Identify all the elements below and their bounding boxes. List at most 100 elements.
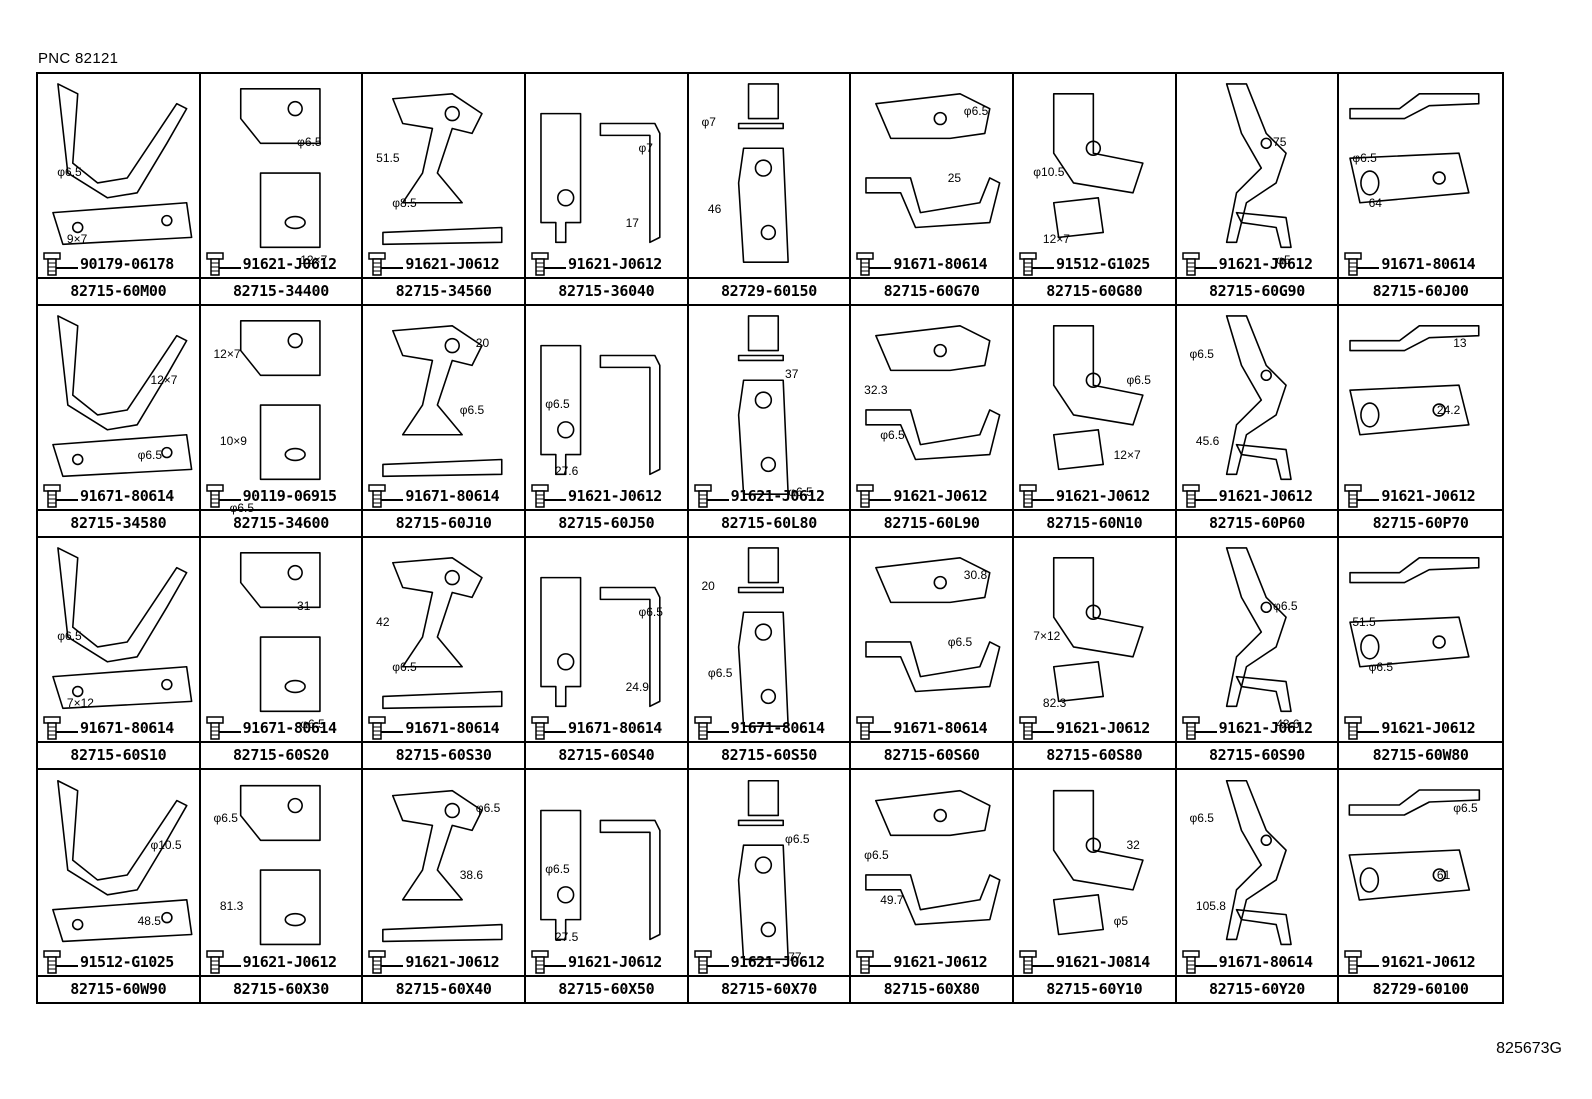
part-number[interactable]: 82715-60G90 [1176,277,1338,304]
bolt-part-number[interactable]: 91621-J0814 [1056,953,1150,971]
part-number[interactable]: 82729-60150 [688,277,850,304]
bolt-part-number[interactable]: 91621-J0612 [1056,719,1150,737]
bolt-part-number[interactable]: 91621-J0612 [893,953,988,971]
part-number[interactable]: 82715-60S50 [688,741,850,768]
part-number[interactable]: 82715-60S10 [38,741,199,768]
part-number[interactable]: 82715-60X40 [363,975,524,1002]
bolt-part-number[interactable]: 91671-80614 [405,719,500,737]
bolt-part-number[interactable]: 91621-J0612 [1381,953,1476,971]
bolt-part-number[interactable]: 91621-J0612 [1056,487,1150,505]
part-number[interactable]: 82715-60G70 [851,277,1012,304]
part-number[interactable]: 82715-34560 [363,277,524,304]
part-number[interactable]: 82715-60P60 [1176,509,1338,536]
bolt-part-number[interactable]: 91671-80614 [730,719,825,737]
part-number[interactable]: 82715-60S20 [200,741,362,768]
bolt-part-number[interactable]: 91512-G1025 [1056,255,1150,273]
bolt-part-number[interactable]: 91621-J0612 [1218,719,1313,737]
part-number[interactable]: 82715-60J00 [1339,277,1502,304]
part-number[interactable]: 82715-34600 [200,509,362,536]
bolt-part-number[interactable]: 91671-80614 [405,487,500,505]
part-number[interactable]: 82715-60S30 [363,741,524,768]
bolt-part-number[interactable]: 91671-80614 [80,719,174,737]
bolt-part-number[interactable]: 91621-J0612 [568,953,662,971]
bolt-part-number[interactable]: 91671-80614 [1381,255,1476,273]
part-number[interactable]: 82715-60X70 [688,975,850,1002]
part-number[interactable]: 82715-60Y10 [1014,975,1175,1002]
bolt-part-number[interactable]: 91621-J0612 [893,487,988,505]
bolt-part-number[interactable]: 91671-80614 [893,255,988,273]
part-number[interactable]: 82715-60X30 [200,975,362,1002]
bolt-part-number[interactable]: 91671-80614 [80,487,174,505]
bolt-part-number[interactable]: 91621-J0612 [405,953,500,971]
bolt-part-number[interactable]: 90179-06178 [80,255,174,273]
part-number[interactable]: 82715-34400 [200,277,362,304]
bolt-part-number[interactable]: 91621-J0612 [568,255,662,273]
bolt-part-number[interactable]: 91621-J0612 [1381,719,1476,737]
bolt-part-number[interactable]: 91621-J0612 [1218,487,1313,505]
bolt-part-number[interactable]: 91621-J0612 [242,953,337,971]
part-number[interactable]: 82715-36040 [526,277,687,304]
bolt-part-number[interactable]: 91621-J0612 [730,953,825,971]
part-number[interactable]: 82715-60S80 [1014,741,1175,768]
part-number[interactable]: 82715-60W90 [38,975,199,1002]
bolt-part-number[interactable]: 91621-J0612 [1381,487,1476,505]
bolt-part-number[interactable]: 91671-80614 [1218,953,1313,971]
bolt-part-number[interactable]: 91621-J0612 [405,255,500,273]
part-number[interactable]: 82715-60W80 [1339,741,1502,768]
part-number[interactable]: 82715-60J50 [526,509,687,536]
part-number[interactable]: 82715-60S60 [851,741,1012,768]
bolt-part-number[interactable]: 91621-J0612 [568,487,662,505]
bolt-part-number[interactable]: 91671-80614 [893,719,988,737]
part-number[interactable]: 82715-60S90 [1176,741,1338,768]
part-number[interactable]: 82715-60L90 [851,509,1012,536]
part-number[interactable]: 82715-60X80 [851,975,1012,1002]
bolt-part-number[interactable]: 91512-G1025 [80,953,174,971]
bolt-part-number[interactable]: 91671-80614 [568,719,662,737]
part-number[interactable]: 82715-60L80 [688,509,850,536]
part-number[interactable]: 82715-34580 [38,509,199,536]
part-number[interactable]: 82715-60J10 [363,509,524,536]
part-number[interactable]: 82729-60100 [1339,975,1502,1002]
part-number[interactable]: 82715-60Y20 [1176,975,1338,1002]
part-number[interactable]: 82715-60G80 [1014,277,1175,304]
part-number[interactable]: 82715-60P70 [1339,509,1502,536]
bolt-part-number[interactable]: 90119-06915 [242,487,337,505]
bolt-part-number[interactable]: 91621-J0612 [242,255,337,273]
part-number[interactable]: 82715-60S40 [526,741,687,768]
part-number[interactable]: 82715-60M00 [38,277,199,304]
